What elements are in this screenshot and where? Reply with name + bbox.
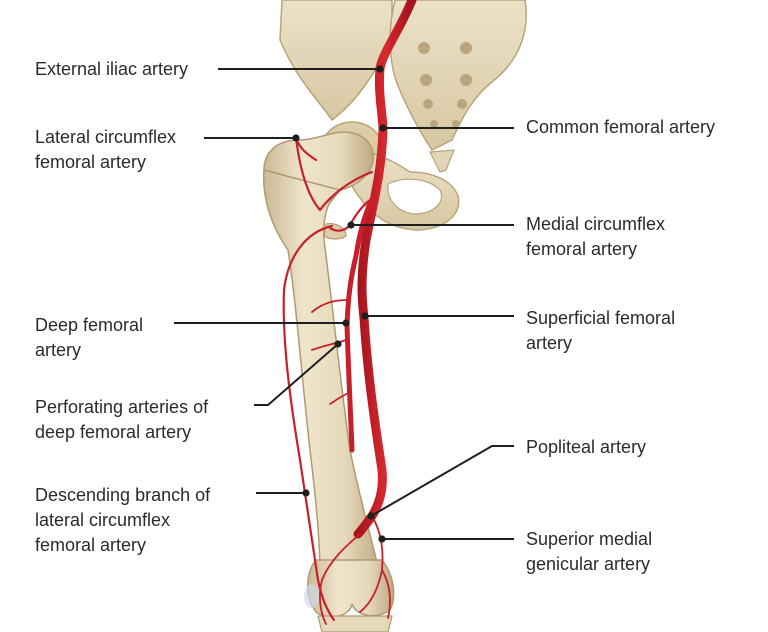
dot-genicular <box>378 535 386 543</box>
leader-lines <box>174 68 514 540</box>
femur <box>262 131 395 632</box>
tibia-top <box>317 615 393 632</box>
dot-external-iliac <box>376 65 384 73</box>
label-descending-branch: Descending branch of lateral circumflex … <box>35 485 211 555</box>
dot-superficial-femoral <box>361 312 369 320</box>
ilium <box>279 0 393 122</box>
label-superficial-femoral-artery: Superficial femoral artery <box>526 308 676 353</box>
descending-branch <box>282 224 336 622</box>
dot-medial-circumflex <box>347 221 355 229</box>
coccyx <box>429 149 455 173</box>
sacral-foramina <box>418 42 472 128</box>
label-medial-circumflex-femoral-artery: Medial circumflex femoral artery <box>526 214 666 259</box>
label-perforating-arteries: Perforating arteries of deep femoral art… <box>35 397 209 442</box>
dot-perforating <box>334 340 342 348</box>
main-artery <box>353 0 417 539</box>
sacrum <box>389 0 527 151</box>
label-lateral-circumflex-femoral-artery: Lateral circumflex femoral artery <box>35 127 177 172</box>
patella <box>304 584 320 608</box>
femur-head-neck <box>263 131 375 220</box>
perforating-branches <box>311 299 351 405</box>
arteries <box>282 0 417 625</box>
obturator-foramen <box>387 178 442 215</box>
label-common-femoral-artery: Common femoral artery <box>526 117 716 137</box>
genicular-branches <box>319 515 391 625</box>
dot-popliteal <box>367 512 375 520</box>
label-popliteal-artery: Popliteal artery <box>526 437 647 457</box>
label-external-iliac-artery: External iliac artery <box>35 59 189 79</box>
leader-dots <box>292 65 387 543</box>
leader-popliteal <box>370 445 514 517</box>
leader-perforating <box>254 343 339 406</box>
label-deep-femoral-artery: Deep femoral artery <box>35 315 144 360</box>
dot-common-femoral <box>379 124 387 132</box>
lateral-circumflex-branch <box>294 136 374 212</box>
label-superior-medial-genicular-artery: Superior medial genicular artery <box>526 529 653 574</box>
deep-femoral-branch <box>344 193 377 453</box>
dot-deep-femoral <box>342 319 350 327</box>
dot-lateral-circumflex <box>292 134 300 142</box>
dot-descending-branch <box>302 489 310 497</box>
